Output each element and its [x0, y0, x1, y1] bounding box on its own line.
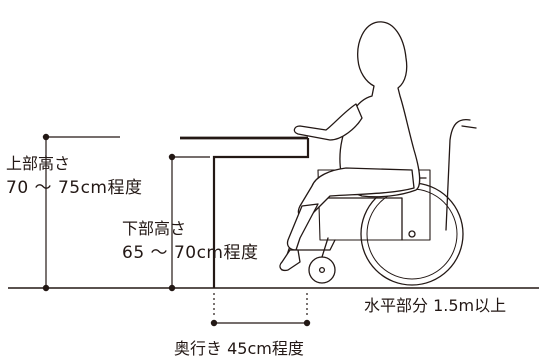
wheelchair-user-figure — [279, 21, 477, 286]
upper-height-dimension — [42, 133, 120, 292]
person-body — [339, 21, 421, 198]
upper-height-value: 70 ～ 75cm程度 — [6, 178, 143, 198]
upper-height-title: 上部高さ — [6, 154, 71, 173]
desk-underside — [212, 138, 310, 288]
depth-label: 奥行き 45cm程度 — [174, 339, 304, 358]
lower-height-value: 65 ～ 70cm程度 — [122, 243, 259, 263]
depth-dimension — [210, 293, 311, 327]
lower-height-title: 下部高さ — [122, 219, 187, 238]
lower-height-dimension — [168, 153, 210, 292]
floor-space-label: 水平部分 1.5m以上 — [364, 296, 507, 315]
front-caster — [308, 256, 336, 284]
person-arm — [293, 103, 363, 141]
person-leg — [286, 203, 319, 251]
